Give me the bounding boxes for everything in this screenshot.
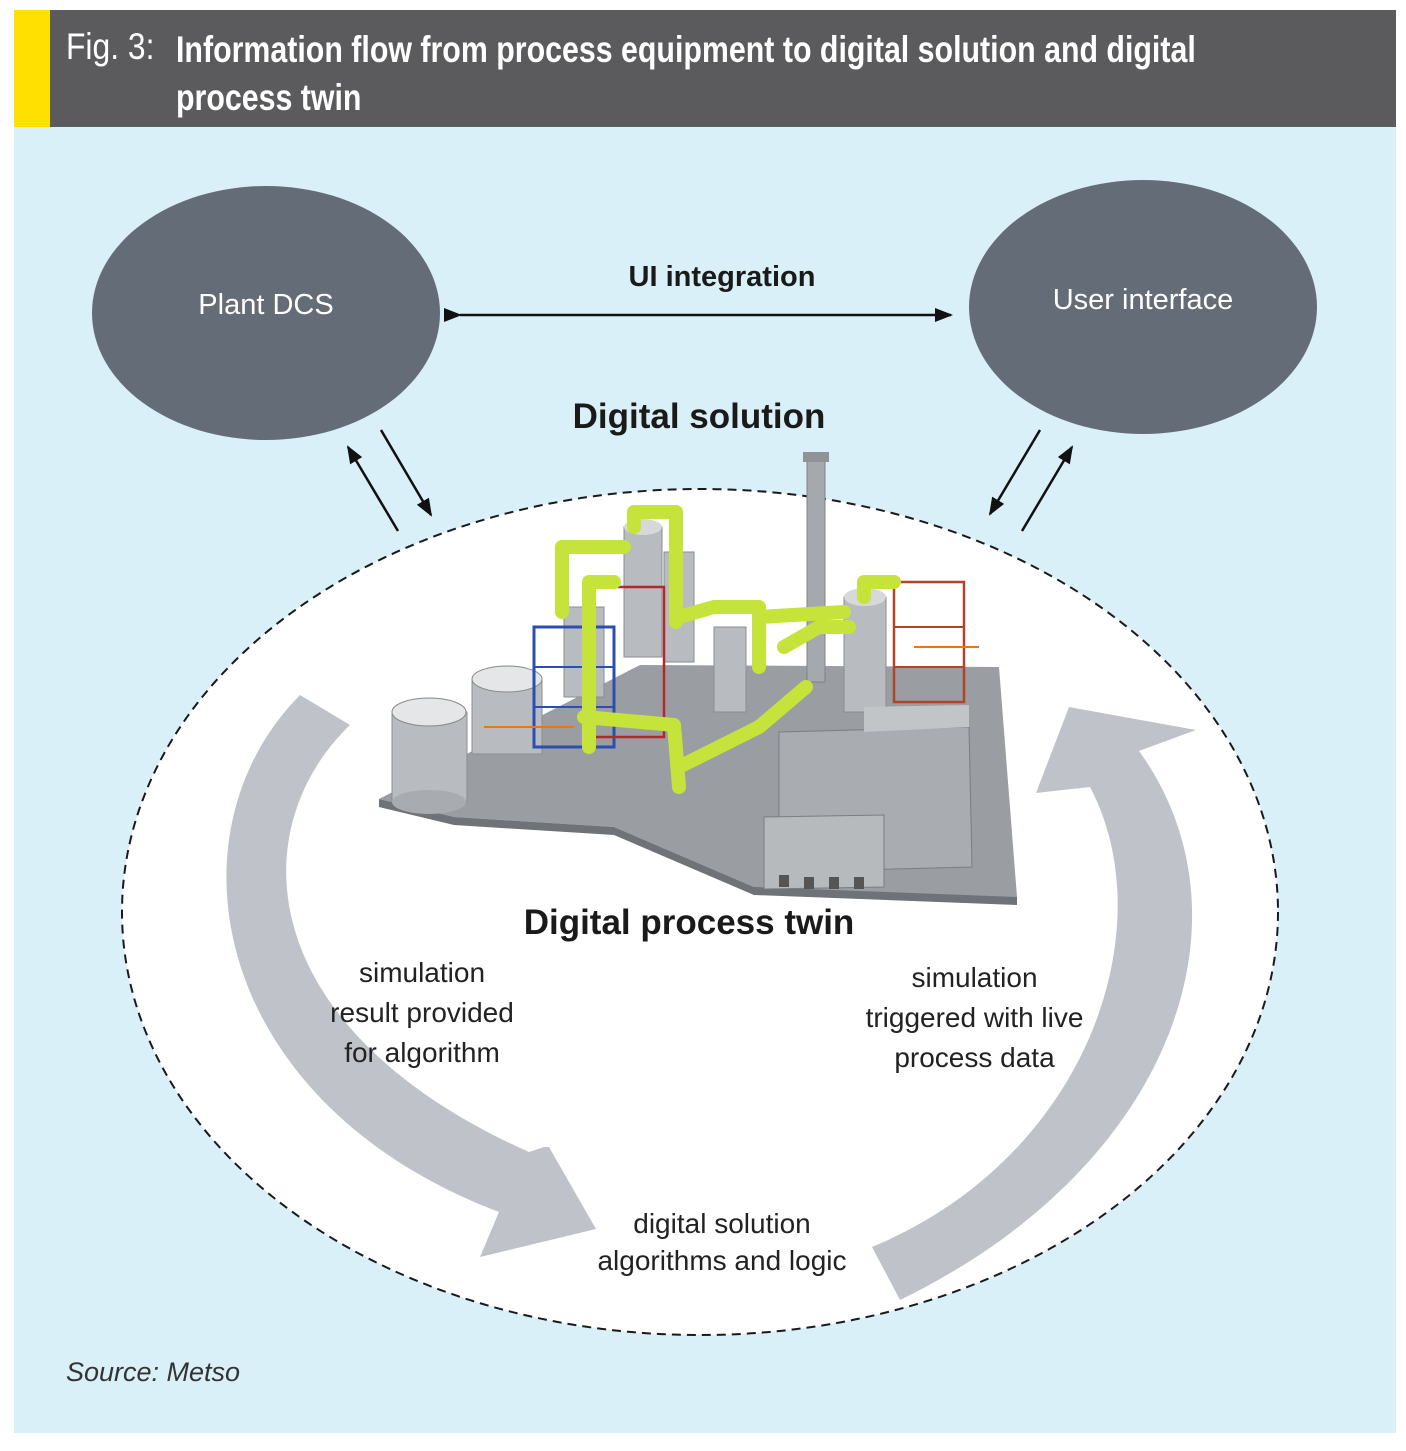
flow-diagram: [92, 180, 1317, 1336]
process-pipes: [555, 505, 901, 794]
plant-dcs-node[interactable]: [92, 186, 440, 440]
3d-process-plant-model-icon: [379, 452, 1017, 905]
user-interface-label: User interface: [1052, 284, 1234, 316]
figure-header: Fig. 3: Information flow from process eq…: [14, 10, 1396, 127]
diagram-canvas: Plant DCS User interface UI integration …: [14, 127, 1396, 1433]
digital-process-twin-label: Digital process twin: [523, 903, 855, 942]
storage-tank: [391, 665, 543, 814]
ui-to-twin-arrow: [988, 429, 1042, 516]
left-flow-label: simulation result provided for algorithm: [330, 957, 514, 1068]
stack-chimney: [806, 456, 826, 683]
right-flow-arrow: [872, 707, 1196, 1300]
digital-solution-algorithms-label: digital solution algorithms and logic: [597, 1208, 847, 1276]
user-interface-node[interactable]: [969, 180, 1317, 434]
digital-solution-label: Digital solution: [572, 397, 826, 436]
left-flow-arrow: [226, 695, 596, 1257]
figure-title: Information flow from process equipment …: [176, 29, 1196, 118]
figure-number: Fig. 3:: [66, 26, 155, 67]
ui-integration-label: UI integration: [628, 261, 816, 293]
right-flow-label: simulation triggered with live process d…: [865, 962, 1084, 1073]
plant-dcs-label: Plant DCS: [198, 289, 334, 321]
dcs-to-twin-arrow: [379, 429, 433, 517]
twin-to-dcs-arrow: [346, 445, 400, 532]
accent-bar: [14, 10, 50, 127]
source-credit: Source: Metso: [66, 1357, 241, 1387]
twin-to-ui-arrow: [1020, 445, 1074, 532]
